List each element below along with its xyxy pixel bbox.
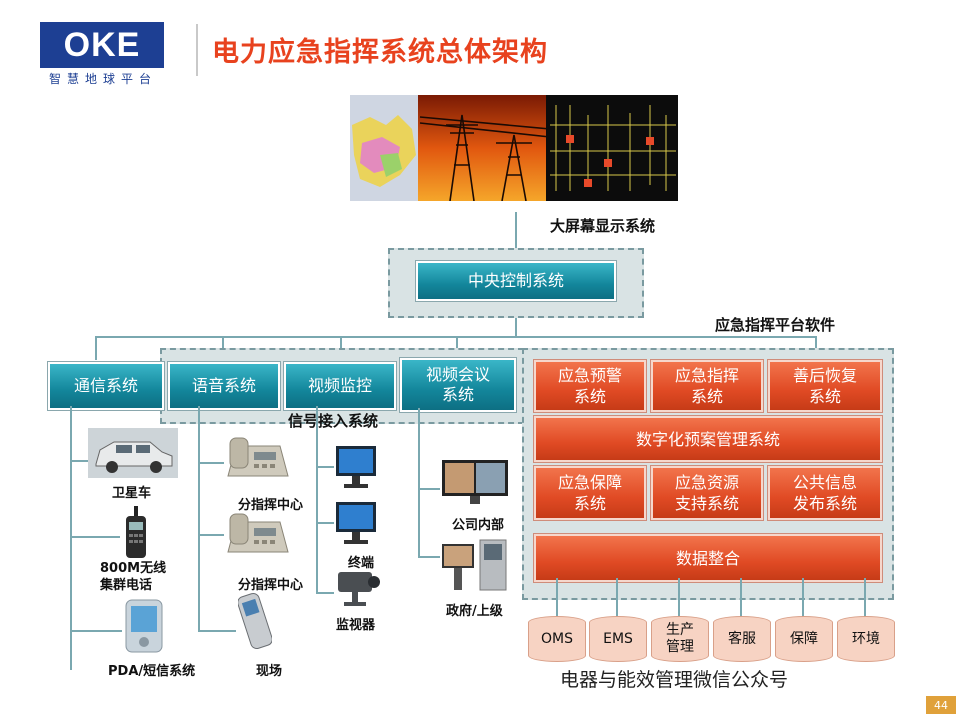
db-line-5 xyxy=(802,578,804,618)
voice-tree-trunk xyxy=(198,406,200,632)
onsite-label: 现场 xyxy=(256,664,283,679)
command-system-box[interactable]: 应急指挥 系统 xyxy=(651,360,763,412)
connector-voice xyxy=(222,336,224,350)
comm-branch-radio xyxy=(70,536,120,538)
video-conf-box[interactable]: 视频会议 系统 xyxy=(400,358,516,412)
big-screen-image xyxy=(350,95,678,201)
government-label: 政府/上级 xyxy=(446,604,503,619)
conf-branch-gov xyxy=(418,556,440,558)
pda-label: PDA/短信系统 xyxy=(108,664,196,679)
video-branch-2 xyxy=(316,522,334,524)
db-production: 生产 管理 xyxy=(651,616,709,662)
video-branch-3 xyxy=(316,592,334,594)
telepresence-icon xyxy=(440,538,512,592)
db-ems: EMS xyxy=(589,616,647,662)
central-control-box[interactable]: 中央控制系统 xyxy=(416,261,616,301)
voice-branch-1 xyxy=(198,462,224,464)
logo-subtitle: 智慧地球平台 xyxy=(48,72,157,86)
signal-access-label: 信号接入系统 xyxy=(288,412,379,430)
comm-branch-pda xyxy=(70,630,122,632)
radio-phone-label: 800M无线 集群电话 xyxy=(100,561,167,593)
desk-phone-icon-1 xyxy=(224,436,290,482)
connector-conf xyxy=(456,336,458,350)
page-number: 44 xyxy=(926,696,956,714)
radio-phone-icon xyxy=(124,506,148,560)
conference-screen-icon xyxy=(440,458,510,506)
support-system-box[interactable]: 应急保障 系统 xyxy=(534,466,646,520)
connector-screen xyxy=(515,212,517,248)
page-title: 电力应急指挥系统总体架构 xyxy=(212,37,548,68)
satellite-car-label: 卫星车 xyxy=(112,486,152,501)
company-label: 公司内部 xyxy=(452,518,505,533)
db-oms: OMS xyxy=(528,616,586,662)
terminal-monitor-icon-2 xyxy=(334,500,378,546)
db-environment: 环境 xyxy=(837,616,895,662)
connector-platform xyxy=(815,336,817,348)
mobile-phone-icon xyxy=(237,592,273,650)
voice-branch-onsite xyxy=(198,630,236,632)
resource-system-box[interactable]: 应急资源 支持系统 xyxy=(651,466,763,520)
monitor-label: 监视器 xyxy=(336,618,376,633)
recovery-system-box[interactable]: 善后恢复 系统 xyxy=(768,360,882,412)
db-line-6 xyxy=(864,578,866,618)
video-branch-1 xyxy=(316,466,334,468)
db-line-1 xyxy=(556,578,558,618)
surveillance-camera-icon xyxy=(334,566,380,610)
comm-tree-trunk xyxy=(70,406,72,670)
video-tree-trunk xyxy=(316,406,318,594)
conf-branch-company xyxy=(418,488,440,490)
pda-icon xyxy=(124,598,164,654)
desk-phone-icon-2 xyxy=(224,512,290,558)
comm-branch-car xyxy=(70,460,92,462)
big-screen-label: 大屏幕显示系统 xyxy=(550,217,656,235)
header-divider xyxy=(196,24,198,76)
plan-management-box[interactable]: 数字化预案管理系统 xyxy=(534,416,882,462)
connector-video xyxy=(340,336,342,350)
data-integration-box[interactable]: 数据整合 xyxy=(534,534,882,582)
db-line-3 xyxy=(678,578,680,618)
connector-bus xyxy=(95,336,815,338)
sub-center-2-label: 分指挥中心 xyxy=(238,578,304,593)
db-line-4 xyxy=(740,578,742,618)
db-line-2 xyxy=(616,578,618,618)
warning-system-box[interactable]: 应急预警 系统 xyxy=(534,360,646,412)
sub-center-1-label: 分指挥中心 xyxy=(238,498,304,513)
comm-system-box[interactable]: 通信系统 xyxy=(48,362,164,410)
video-monitor-box[interactable]: 视频监控 xyxy=(284,362,396,410)
platform-software-label: 应急指挥平台软件 xyxy=(715,316,836,334)
db-support: 保障 xyxy=(775,616,833,662)
publish-system-box[interactable]: 公共信息 发布系统 xyxy=(768,466,882,520)
logo: OKE xyxy=(63,25,141,64)
logo-background xyxy=(40,22,164,68)
terminal-label: 终端 xyxy=(348,556,375,571)
connector-central-down xyxy=(515,318,517,336)
conf-tree-trunk xyxy=(418,408,420,558)
wechat-watermark: 电器与能效管理微信公众号 xyxy=(560,669,789,691)
satellite-car-icon xyxy=(88,428,178,478)
connector-comm xyxy=(95,336,97,360)
terminal-monitor-icon-1 xyxy=(334,444,378,490)
voice-branch-2 xyxy=(198,534,224,536)
voice-system-box[interactable]: 语音系统 xyxy=(168,362,280,410)
db-customer-service: 客服 xyxy=(713,616,771,662)
